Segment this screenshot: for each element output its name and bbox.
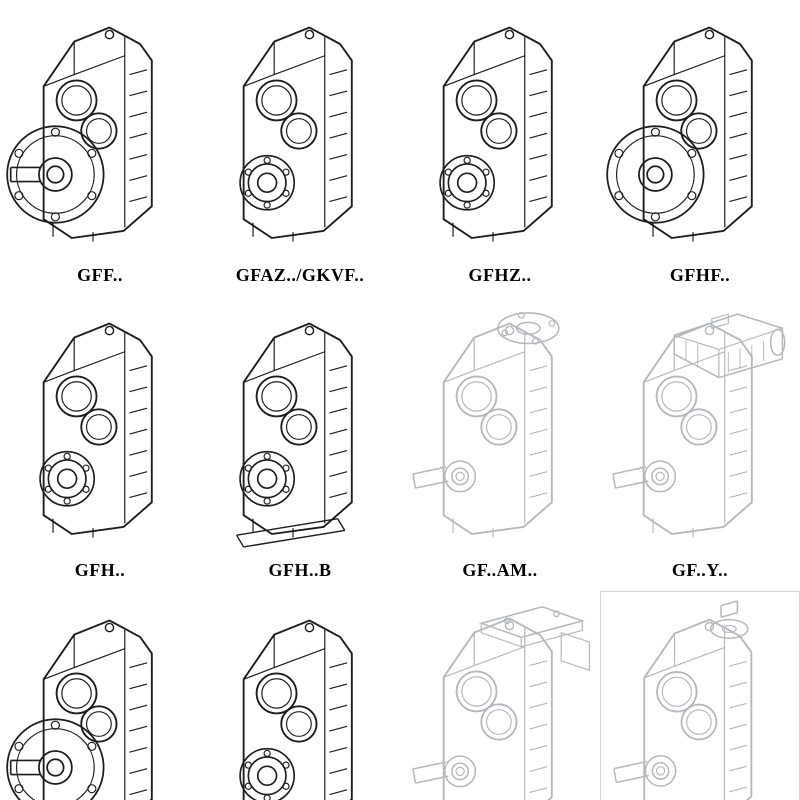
catalog-item-gf-am: GF..AM.. (400, 296, 600, 592)
foot-mounted-gearbox-drawing (39, 322, 153, 539)
foot-mounted-gearbox-base-drawing (235, 322, 353, 548)
gearbox-input-flange-drawing (412, 606, 591, 800)
catalog-item-gfaz-gkvf: GFAZ../GKVF.. (200, 0, 400, 296)
flange-gearbox-drawing (6, 619, 153, 800)
item-label: GFF.. (77, 264, 123, 285)
item-label: GFHF.. (669, 264, 731, 285)
gearbox-input-shaft-adapter-drawing (613, 600, 753, 800)
item-label: GFHZ.. (468, 264, 532, 285)
shaft-mounted-gearbox-drawing (239, 619, 353, 800)
catalog-item-gf-y: GF..Y.. (600, 296, 800, 592)
item-label: GFH.. (74, 560, 126, 581)
item-label: GF..Y.. (671, 560, 729, 581)
hollow-shaft-gearbox-drawing (239, 26, 353, 243)
catalog-item-gfh: GFH.. (0, 296, 200, 592)
item-label: GFH..B (268, 560, 332, 581)
catalog-item-gfhz: GFHZ.. (400, 0, 600, 296)
catalog-item-gfh-b: GFH..B (200, 296, 400, 592)
flange-gearbox-drawing (6, 26, 153, 243)
item-label: GFAZ../GKVF.. (235, 264, 365, 285)
catalog-item-gfa-gfv: GFA../GFV.. (200, 591, 400, 800)
catalog-item-gfaf-gfvf: GFAF../GFVF.. (0, 591, 200, 800)
catalog-item-gf-ad: GF..AD.. (600, 591, 800, 800)
item-label: GF..AM.. (462, 560, 538, 581)
gearbox-with-motor-drawing (612, 313, 786, 539)
catalog-item-gfhf: GFHF.. (600, 0, 800, 296)
gearbox-iec-adapter-drawing (412, 311, 560, 539)
flange-gearbox-drawing (606, 26, 753, 243)
hollow-shaft-gearbox-drawing (439, 26, 553, 243)
catalog-item-gf-grf: GF..GRF.. (400, 591, 600, 800)
catalog-item-gff: GFF.. (0, 0, 200, 296)
